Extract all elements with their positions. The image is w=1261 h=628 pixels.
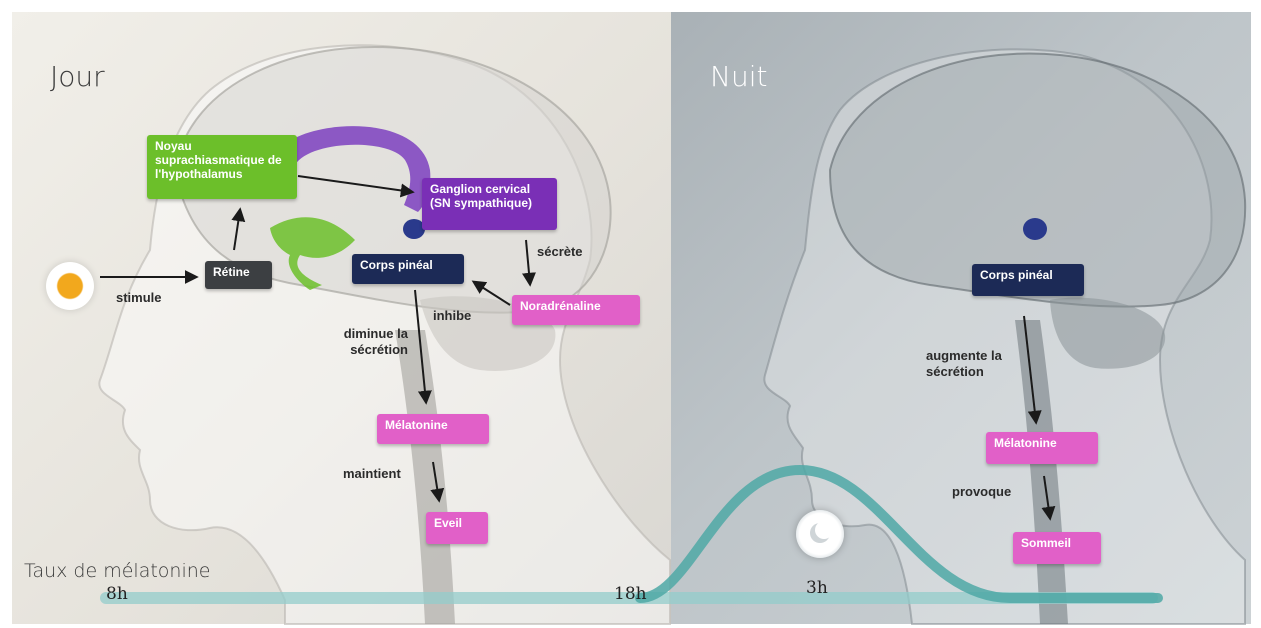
label-ganglion-cervical: Ganglion cervical (SN sympathique) (422, 178, 557, 230)
label-day-corps-pineal: Corps pinéal (352, 254, 464, 284)
label-night-corps-pineal: Corps pinéal (972, 264, 1084, 296)
label-eveil: Eveil (426, 512, 488, 544)
verb-diminue-secretion: diminue la sécrétion (308, 326, 408, 358)
tick-8h: 8h (106, 584, 128, 604)
verb-inhibe: inhibe (433, 308, 471, 324)
melatonin-level-label: Taux de mélatonine (24, 560, 210, 582)
moon-icon (796, 510, 844, 558)
sun-icon (46, 262, 94, 310)
label-day-melatonine: Mélatonine (377, 414, 489, 444)
day-title: Jour (50, 60, 105, 93)
verb-augmente-secretion: augmente la sécrétion (926, 348, 1026, 380)
night-title: Nuit (710, 60, 767, 93)
verb-stimule: stimule (116, 290, 162, 306)
night-pineal-gland (1023, 218, 1047, 240)
verb-secrete: sécrète (537, 244, 583, 260)
verb-provoque: provoque (952, 484, 1011, 500)
verb-maintient: maintient (343, 466, 401, 482)
label-retine: Rétine (205, 261, 272, 289)
label-night-melatonine: Mélatonine (986, 432, 1098, 464)
label-noyau-suprachiasmatique: Noyau suprachiasmatique de l'hypothalamu… (147, 135, 297, 199)
tick-18h: 18h (614, 584, 647, 604)
label-noradrenaline: Noradrénaline (512, 295, 640, 325)
tick-3h: 3h (806, 578, 828, 598)
label-sommeil: Sommeil (1013, 532, 1101, 564)
